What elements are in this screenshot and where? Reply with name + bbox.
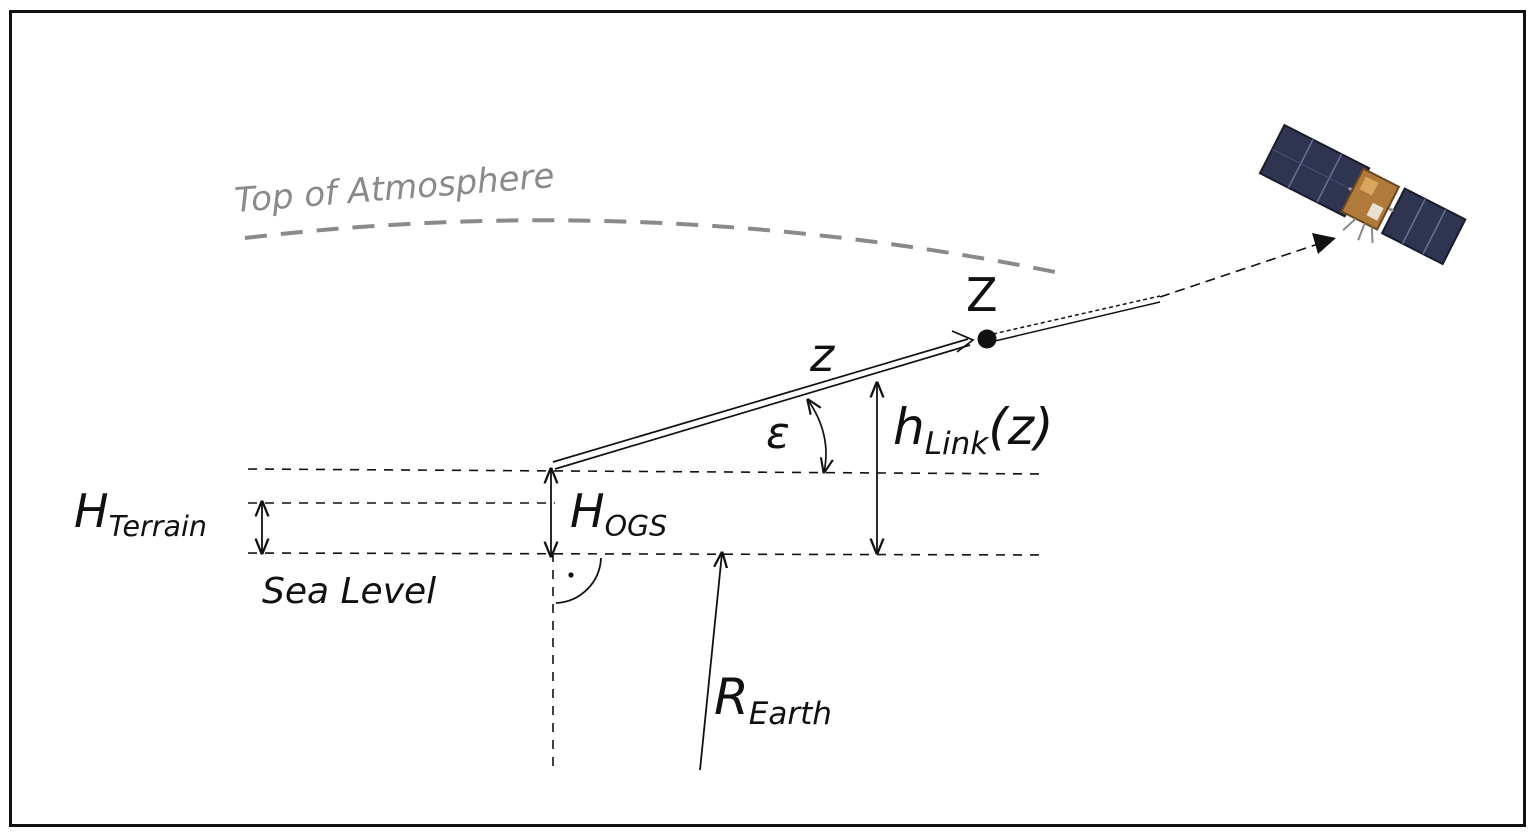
right-angle-arc: [555, 557, 602, 604]
link-continuation-lower: [994, 301, 1161, 342]
label-z: z: [810, 328, 835, 382]
label-r-earth-sub: Earth: [748, 695, 832, 732]
top-of-atmosphere-curve: [244, 218, 1056, 274]
label-h-ogs-sub: OGS: [604, 510, 668, 544]
label-h-terrain: HTerrain: [74, 488, 207, 541]
label-h-link-sub: Link: [924, 425, 989, 462]
link-path-lower: [554, 344, 971, 470]
label-point-Z: Z: [966, 268, 998, 322]
label-sea-level: Sea Level: [262, 571, 437, 612]
label-h-ogs: HOGS: [570, 488, 667, 541]
point-Z: [977, 329, 997, 349]
ogs-height-line: [247, 468, 1046, 475]
label-r-earth-main: R: [714, 668, 749, 726]
label-h-link-arg: (z): [988, 398, 1054, 456]
label-r-earth: REarth: [714, 672, 832, 729]
link-path-upper: [552, 338, 969, 463]
label-h-terrain-main: H: [74, 484, 109, 538]
right-angle-dot: [568, 572, 574, 578]
r-earth-arrow: [699, 553, 722, 771]
label-h-link-main: h: [893, 398, 925, 456]
ray-to-satellite: [1159, 243, 1319, 298]
elevation-angle-arrow: [808, 400, 826, 472]
label-h-ogs-main: H: [570, 484, 605, 538]
link-continuation-upper: [992, 295, 1161, 335]
sea-level-line: [247, 552, 1046, 556]
label-h-terrain-sub: Terrain: [108, 510, 207, 544]
link-path-arrowhead: [951, 330, 975, 353]
label-h-link: hLink(z): [893, 402, 1053, 459]
ray-arrowhead: [1312, 233, 1336, 254]
label-epsilon: ε: [766, 408, 790, 459]
satellite-icon: [1258, 123, 1467, 266]
